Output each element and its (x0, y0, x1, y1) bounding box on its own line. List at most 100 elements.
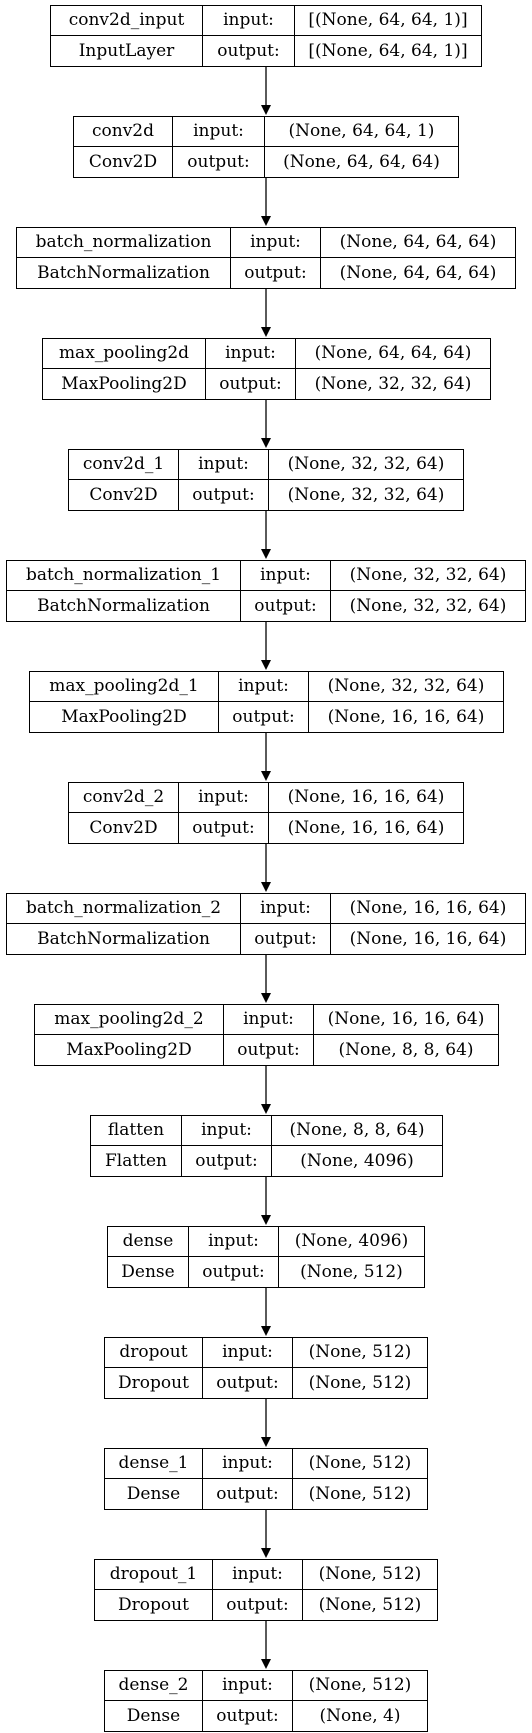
output-shape: (None, 32, 32, 64) (349, 595, 507, 616)
output-shape: (None, 4) (319, 1705, 401, 1726)
input-label: input: (189, 1227, 279, 1257)
output-label: output: (179, 480, 269, 510)
output-shape: (None, 16, 16, 64) (327, 706, 485, 727)
input-label: input: (182, 1116, 272, 1146)
layer-type: Dense (105, 1701, 203, 1731)
output-label: output: (219, 702, 309, 732)
arrow-head-icon (261, 1437, 271, 1447)
output-label: output: (189, 1257, 279, 1287)
output-shape: (None, 64, 64, 64) (283, 151, 440, 172)
layer-type: MaxPooling2D (35, 1035, 224, 1065)
arrow-head-icon (261, 993, 271, 1003)
layer-type: BatchNormalization (7, 591, 241, 621)
output-shape: (None, 512) (308, 1483, 412, 1504)
output-shape: (None, 64, 64, 64) (339, 262, 497, 283)
arrow-head-icon (261, 327, 271, 337)
input-shape: (None, 32, 32, 64) (269, 450, 463, 480)
output-label: output: (241, 591, 331, 621)
output-label: output: (173, 147, 265, 177)
layer-type: Conv2D (69, 813, 179, 843)
input-label: input: (179, 783, 269, 813)
output-label: output: (224, 1035, 314, 1065)
input-label: input: (224, 1005, 314, 1035)
input-label: input: (203, 1671, 293, 1701)
layer-name: conv2d_2 (69, 783, 179, 813)
input-shape: (None, 8, 8, 64) (272, 1116, 442, 1146)
output-shape: (None, 32, 32, 64) (287, 484, 445, 505)
layer-type: InputLayer (51, 36, 203, 66)
layer-name: batch_normalization_1 (7, 561, 241, 591)
arrow-head-icon (261, 438, 271, 448)
layer-name: dense_2 (105, 1671, 203, 1701)
layer-type: BatchNormalization (7, 924, 241, 954)
layer-name: conv2d_1 (69, 450, 179, 480)
input-label: input: (241, 894, 331, 924)
layer-type: Dense (105, 1479, 203, 1509)
output-label: output: (203, 1368, 293, 1398)
layer-name: max_pooling2d_1 (30, 672, 219, 702)
input-shape: (None, 16, 16, 64) (331, 894, 525, 924)
layer-name: max_pooling2d (43, 339, 206, 369)
layer-name: dense_1 (105, 1449, 203, 1479)
arrow-head-icon (261, 1548, 271, 1558)
input-label: input: (213, 1560, 303, 1590)
input-shape: (None, 4096) (279, 1227, 424, 1257)
output-label: output: (203, 1479, 293, 1509)
output-shape: (None, 32, 32, 64) (314, 373, 472, 394)
layer-type: Conv2D (69, 480, 179, 510)
input-shape: (None, 16, 16, 64) (314, 1005, 498, 1035)
output-label: output: (203, 36, 295, 66)
output-label: output: (213, 1590, 303, 1620)
input-shape: [(None, 64, 64, 1)] (295, 6, 481, 36)
arrow-head-icon (261, 1659, 271, 1669)
layer-type: Flatten (91, 1146, 182, 1176)
output-shape: [(None, 64, 64, 1)] (308, 40, 468, 61)
output-shape: (None, 512) (308, 1372, 412, 1393)
layer-name: batch_normalization (17, 228, 231, 258)
layer-name: max_pooling2d_2 (35, 1005, 224, 1035)
arrow-head-icon (261, 549, 271, 559)
layer-name: dropout (105, 1338, 203, 1368)
input-label: input: (203, 6, 295, 36)
arrow-head-icon (261, 216, 271, 226)
input-shape: (None, 64, 64, 1) (265, 117, 458, 147)
layer-type: Dropout (95, 1590, 213, 1620)
layer-name: batch_normalization_2 (7, 894, 241, 924)
input-shape: (None, 64, 64, 64) (296, 339, 490, 369)
arrow-head-icon (261, 1215, 271, 1225)
layer-name: conv2d_input (51, 6, 203, 36)
layer-name: conv2d (74, 117, 173, 147)
arrow-head-icon (261, 660, 271, 670)
layer-type: Dense (108, 1257, 189, 1287)
output-shape: (None, 8, 8, 64) (338, 1039, 474, 1060)
input-label: input: (173, 117, 265, 147)
input-label: input: (179, 450, 269, 480)
input-label: input: (203, 1338, 293, 1368)
output-label: output: (179, 813, 269, 843)
arrow-head-icon (261, 105, 271, 115)
layer-type: Dropout (105, 1368, 203, 1398)
output-label: output: (231, 258, 321, 288)
layer-type: Conv2D (74, 147, 173, 177)
input-shape: (None, 512) (293, 1449, 427, 1479)
output-shape: (None, 512) (318, 1594, 422, 1615)
layer-name: flatten (91, 1116, 182, 1146)
output-label: output: (241, 924, 331, 954)
input-label: input: (241, 561, 331, 591)
output-shape: (None, 4096) (300, 1150, 414, 1171)
input-label: input: (219, 672, 309, 702)
arrow-head-icon (261, 882, 271, 892)
output-label: output: (182, 1146, 272, 1176)
